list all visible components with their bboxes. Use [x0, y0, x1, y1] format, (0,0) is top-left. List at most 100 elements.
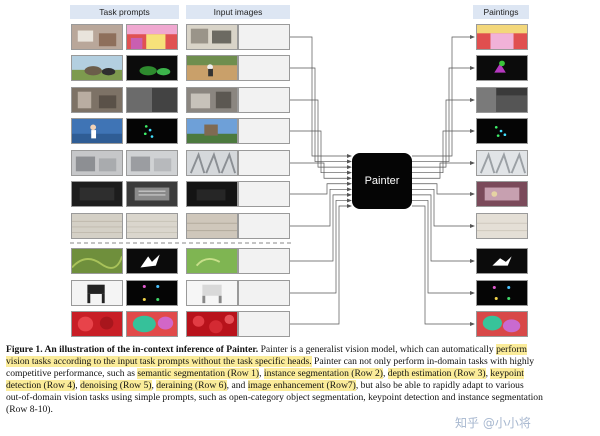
caption-text: , but also be able to rapidly adapt to v…	[355, 380, 524, 391]
masked-output-placeholder	[238, 87, 290, 113]
example-row	[0, 87, 600, 113]
masked-output-placeholder	[238, 248, 290, 274]
input-images-header: Input images	[186, 5, 290, 19]
prompt-output-thumb	[126, 280, 178, 306]
output-wire	[412, 99, 471, 168]
arrow-icon	[347, 176, 352, 181]
caption-highlight: deraining (Row 6)	[156, 380, 227, 391]
caption-highlight: keypoint	[490, 368, 524, 379]
painting-thumb	[476, 150, 528, 176]
prompt-input-thumb	[71, 213, 123, 239]
prompt-output-thumb	[126, 24, 178, 50]
output-wire	[412, 194, 471, 262]
watermark: 知乎 @小小将	[455, 416, 531, 430]
task-prompts-header: Task prompts	[70, 5, 179, 19]
painting-thumb	[476, 248, 528, 274]
input-image-thumb	[186, 150, 238, 176]
prompt-input-thumb	[71, 181, 123, 207]
painting-thumb	[476, 118, 528, 144]
prompt-output-thumb	[126, 55, 178, 81]
caption-text: ,	[151, 380, 157, 391]
input-wire	[290, 200, 348, 294]
arrow-icon	[470, 98, 475, 102]
prompt-input-thumb	[71, 248, 123, 274]
painting-thumb	[476, 55, 528, 81]
caption-text: , and	[226, 380, 248, 391]
painter-model-box: Painter	[352, 153, 412, 209]
painting-thumb	[476, 181, 528, 207]
masked-output-placeholder	[238, 181, 290, 207]
figure-caption: Figure 1. An illustration of the in-cont…	[6, 344, 596, 416]
prompt-input-thumb	[71, 280, 123, 306]
prompt-output-thumb	[126, 118, 178, 144]
output-wire	[412, 183, 471, 195]
arrow-icon	[470, 224, 475, 228]
caption-highlight: semantic segmentation (Row 1)	[137, 368, 260, 379]
arrow-icon	[347, 198, 352, 203]
input-image-thumb	[186, 55, 238, 81]
arrow-icon	[347, 181, 352, 186]
input-wire	[290, 188, 348, 227]
input-image-thumb	[186, 24, 238, 50]
input-image-thumb	[186, 248, 238, 274]
input-wire	[290, 130, 348, 174]
prompt-output-thumb	[126, 311, 178, 337]
caption-highlight: instance segmentation (Row 2)	[263, 368, 383, 379]
arrow-icon	[470, 291, 475, 295]
caption-highlight: image enhancement (Row7)	[247, 380, 356, 391]
arrow-icon	[347, 165, 352, 170]
prompt-output-thumb	[126, 213, 178, 239]
example-row	[0, 248, 600, 274]
arrow-icon	[470, 322, 475, 326]
arrow-icon	[470, 66, 475, 70]
paintings-header: Paintings	[473, 5, 529, 19]
example-row	[0, 181, 600, 207]
input-image-thumb	[186, 87, 238, 113]
caption-text: out-of-domain vision tasks using simple …	[6, 392, 543, 403]
prompt-input-thumb	[71, 55, 123, 81]
arrow-icon	[470, 129, 475, 133]
arrow-icon	[347, 154, 352, 158]
caption-text: ,	[383, 368, 388, 379]
caption-text: ,	[75, 380, 81, 391]
example-row	[0, 280, 600, 306]
input-image-thumb	[186, 118, 238, 144]
arrow-icon	[470, 161, 475, 165]
example-row	[0, 311, 600, 337]
output-wire	[412, 130, 471, 174]
prompt-input-thumb	[71, 24, 123, 50]
arrow-icon	[470, 192, 475, 196]
masked-output-placeholder	[238, 150, 290, 176]
input-wire	[290, 99, 348, 168]
example-row	[0, 24, 600, 50]
arrow-icon	[347, 170, 352, 175]
painting-thumb	[476, 87, 528, 113]
masked-output-placeholder	[238, 213, 290, 239]
example-row	[0, 150, 600, 176]
caption-text: Painter is a generalist vision model, wh…	[258, 344, 497, 355]
caption-text: Painter can not only perform in-domain t…	[311, 356, 535, 367]
input-image-thumb	[186, 280, 238, 306]
arrow-icon	[347, 204, 352, 208]
masked-output-placeholder	[238, 118, 290, 144]
input-wire	[290, 162, 348, 179]
prompt-output-thumb	[126, 87, 178, 113]
connection-lines	[70, 35, 475, 326]
example-row	[0, 213, 600, 239]
example-row	[0, 118, 600, 144]
input-image-thumb	[186, 311, 238, 337]
painting-thumb	[476, 213, 528, 239]
output-wire	[412, 188, 471, 227]
arrow-icon	[347, 159, 352, 164]
caption-highlight: denoising (Row 5)	[80, 380, 152, 391]
caption-text: (Row 8-10).	[6, 404, 53, 415]
caption-highlight: perform	[496, 344, 527, 355]
caption-text: ,	[485, 368, 491, 379]
painting-thumb	[476, 24, 528, 50]
caption-highlight: depth estimation (Row 3)	[387, 368, 486, 379]
caption-text: competitive performance, such as	[6, 368, 138, 379]
output-wire	[412, 205, 471, 325]
output-wire	[412, 200, 471, 294]
caption-highlight: vision tasks according to the input task…	[6, 356, 312, 367]
example-row	[0, 55, 600, 81]
